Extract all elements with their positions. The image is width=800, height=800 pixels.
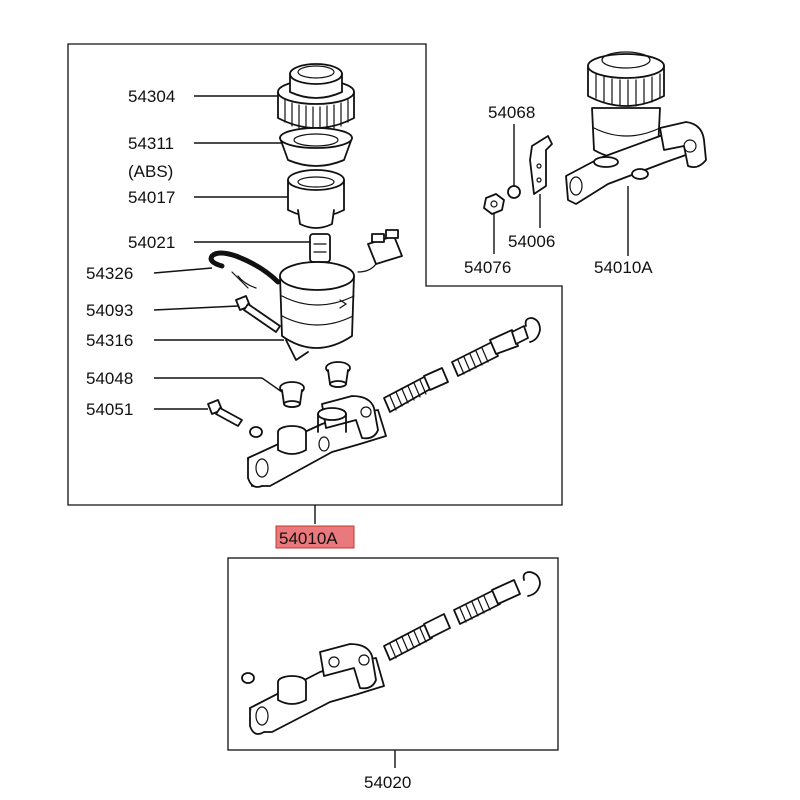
master-cylinder-assembly-small	[565, 51, 707, 205]
washer-part	[507, 185, 521, 199]
reservoir-tank-part	[279, 261, 355, 361]
callout-54010A-small: 54010A	[594, 258, 653, 277]
float-sensor-part	[309, 233, 331, 263]
master-cylinder-body-main	[247, 395, 387, 488]
hose-clip	[231, 271, 257, 289]
sensor-connector-part	[357, 229, 403, 273]
leader-54048-b	[261, 377, 283, 393]
reservoir-cap-part	[277, 63, 355, 131]
strainer-part	[279, 127, 353, 167]
callout-54326: 54326	[86, 264, 133, 283]
callout-54048: 54048	[86, 369, 133, 388]
leader-54093	[153, 305, 239, 311]
highlight-54010A	[275, 525, 355, 549]
secondary-piston-spring-lower	[453, 579, 521, 625]
callout-54010A-main: 54010A	[279, 529, 338, 548]
primary-piston-spring-main	[383, 367, 449, 413]
callout-54076: 54076	[464, 258, 511, 277]
nut-part	[483, 193, 505, 215]
callout-54311: 54311	[128, 134, 174, 153]
callout-54021: 54021	[128, 233, 175, 252]
reservoir-pin-part	[207, 399, 263, 438]
callout-abs-note: (ABS)	[128, 162, 173, 181]
callout-54068: 54068	[488, 103, 535, 122]
secondary-piston-spring-main	[451, 325, 529, 377]
callout-54051: 54051	[86, 400, 133, 419]
callout-54020: 54020	[364, 773, 411, 792]
grommet-part-right	[325, 361, 351, 388]
callout-54316: 54316	[86, 331, 133, 350]
main-assembly-frame	[67, 43, 563, 506]
lower-assembly-frame	[227, 557, 559, 751]
grommet-part-left	[279, 381, 305, 408]
callout-54093: 54093	[86, 301, 133, 320]
callout-54006: 54006	[508, 232, 555, 251]
snap-ring-main	[524, 317, 541, 343]
mount-bolt-part	[235, 295, 281, 333]
leader-54326	[153, 267, 213, 274]
callout-54304: 54304	[128, 87, 175, 106]
snap-ring-lower	[522, 571, 541, 597]
primary-piston-spring-lower	[383, 613, 451, 661]
master-cylinder-body-lower	[241, 643, 385, 735]
reservoir-hose-part	[208, 250, 281, 285]
callout-54017: 54017	[128, 188, 175, 207]
abs-sleeve-part	[287, 169, 345, 229]
